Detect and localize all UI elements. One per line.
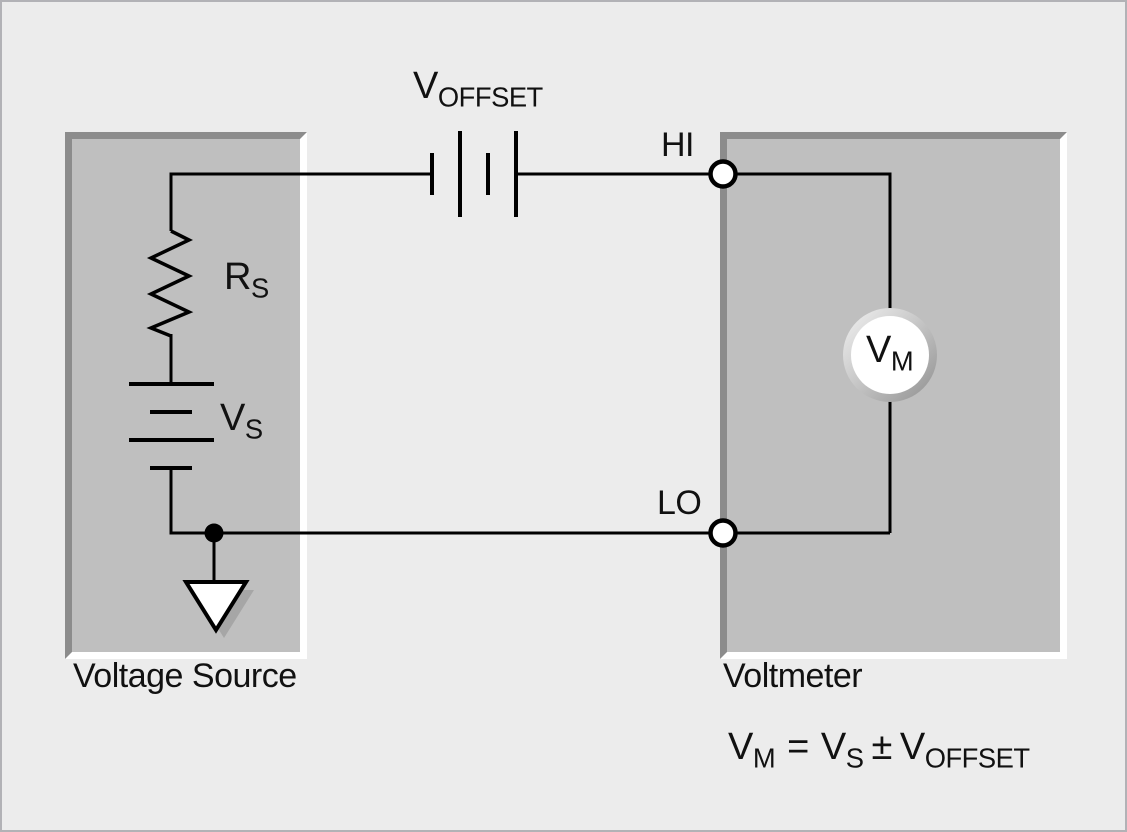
rs-base: R [224, 256, 251, 298]
v-offset-label: VOFFSET [413, 67, 543, 111]
formula-rhs1-base: V [820, 726, 846, 768]
v-offset-base: V [413, 65, 438, 107]
formula-lhs-base: V [728, 726, 753, 768]
vs-base: V [220, 397, 245, 439]
vs-label: VS [220, 399, 263, 443]
vm-sub: M [890, 345, 914, 377]
battery-voffset-symbol [430, 131, 518, 217]
hi-label: HI [661, 126, 695, 164]
rs-label: RS [224, 258, 269, 302]
voltage-source-panel [65, 132, 307, 659]
vs-sub: S [244, 413, 263, 445]
formula-rhs1-sub: S [845, 742, 864, 774]
v-offset-sub: OFFSET [437, 81, 543, 113]
plus-minus-sign: ± [871, 726, 892, 768]
voltmeter-caption: Voltmeter [723, 657, 863, 695]
formula-rhs2-base: V [899, 726, 925, 768]
lo-label: LO [657, 484, 702, 522]
voltmeter-panel [720, 132, 1067, 659]
voltage-source-caption: Voltage Source [73, 657, 297, 695]
vm-base: V [866, 329, 891, 371]
formula: VM=VS±VOFFSET [728, 728, 1030, 772]
vm-label: VM [866, 329, 914, 377]
rs-sub: S [250, 272, 269, 304]
formula-lhs-sub: M [752, 742, 776, 774]
equals-sign: = [787, 726, 809, 768]
formula-rhs2-sub: OFFSET [924, 742, 1030, 774]
